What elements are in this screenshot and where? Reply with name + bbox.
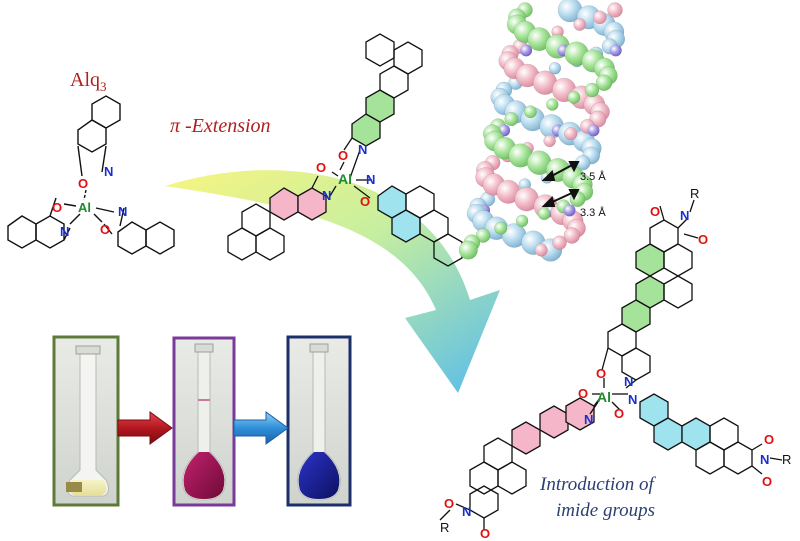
- alq3-o3: O: [100, 222, 110, 237]
- extended-complex: [227, 33, 463, 267]
- imide-top-r: R: [690, 186, 699, 201]
- helix-sphere: [564, 126, 578, 141]
- imide-left-o1: O: [444, 496, 454, 511]
- ext-al: Al: [338, 171, 352, 187]
- ext-o-right: O: [360, 194, 370, 209]
- imide-right-o1: O: [764, 432, 774, 447]
- imide-complex: [439, 199, 783, 530]
- helix-sphere-al: [520, 44, 533, 57]
- alq3-title: Alq3: [70, 69, 107, 94]
- imide-right-n: N: [760, 452, 769, 467]
- helix-sphere: [543, 134, 556, 148]
- alq3-o2: O: [52, 200, 62, 215]
- alq3-al: Al: [78, 200, 91, 215]
- imide-left-o2: O: [480, 526, 490, 541]
- distance-label-1: 3.5 Å: [580, 170, 606, 183]
- flask-photo-red: [172, 336, 236, 507]
- ext-o-top: O: [338, 148, 348, 163]
- helix-sphere: [523, 105, 537, 119]
- helix-sphere: [515, 214, 529, 228]
- helix-sphere: [563, 227, 581, 244]
- distance-arrows: [541, 161, 580, 207]
- alq3-n3: N: [118, 204, 127, 219]
- ext-n-left: N: [322, 188, 331, 203]
- imide-top-o2: O: [698, 232, 708, 247]
- imide-left-n: N: [462, 504, 471, 519]
- alq3-o1: O: [78, 176, 88, 191]
- alq3-structure: [7, 95, 175, 255]
- imide-o-left: O: [578, 386, 588, 401]
- imide-n-right: N: [628, 392, 637, 407]
- blue-arrow: [233, 411, 289, 445]
- imide-o-top: O: [596, 366, 606, 381]
- imide-o-right: O: [614, 406, 624, 421]
- helix-sphere: [475, 228, 491, 243]
- imide-n-top: N: [624, 374, 633, 389]
- helix-sphere: [548, 61, 562, 75]
- flask-photo-yellow: [52, 335, 120, 507]
- distance-label-2: 3.3 Å: [580, 206, 606, 219]
- imide-top-o1: O: [650, 204, 660, 219]
- helix-sphere: [584, 82, 600, 98]
- helix-sphere-al: [587, 124, 600, 137]
- red-arrow: [117, 411, 173, 445]
- helix-sphere: [458, 240, 478, 260]
- introduction-line-1: Introduction of: [539, 474, 657, 495]
- helix-sphere: [607, 2, 623, 18]
- space-filling-helix: [458, 0, 626, 262]
- imide-right-o2: O: [762, 474, 772, 489]
- imide-top-n: N: [680, 208, 689, 223]
- helix-sphere: [494, 221, 508, 235]
- ext-n-right: N: [366, 172, 375, 187]
- helix-sphere: [534, 243, 548, 257]
- imide-n-left: N: [584, 412, 593, 427]
- ext-o-left: O: [316, 160, 326, 175]
- alq3-n1: N: [104, 164, 113, 179]
- pi-extension-label: π -Extension: [170, 115, 271, 137]
- helix-sphere: [567, 90, 581, 104]
- imide-left-r: R: [440, 520, 449, 535]
- helix-sphere: [546, 98, 559, 111]
- imide-right-r: R: [782, 452, 791, 467]
- helix-sphere: [552, 235, 567, 250]
- introduction-line-2: imide groups: [556, 500, 655, 521]
- imide-al: Al: [597, 389, 611, 405]
- helix-sphere: [573, 18, 587, 31]
- helix-sphere: [592, 10, 607, 25]
- helix-sphere: [537, 207, 551, 221]
- alq3-n2: N: [60, 224, 69, 239]
- ext-n-top: N: [358, 142, 367, 157]
- helix-sphere-al: [609, 44, 622, 57]
- helix-sphere-al: [563, 204, 576, 217]
- helix-sphere: [504, 112, 519, 127]
- helix-sphere: [595, 74, 613, 91]
- flask-photo-blue: [286, 335, 352, 507]
